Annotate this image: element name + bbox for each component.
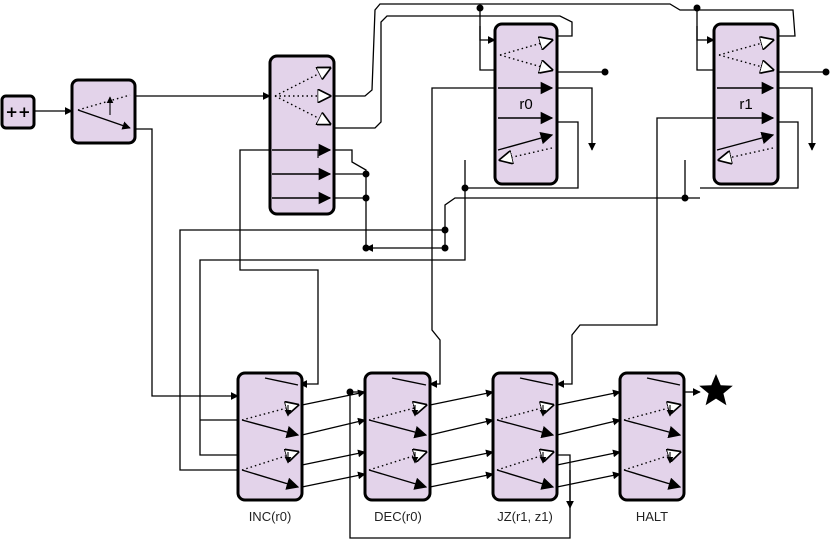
label-jz: JZ(r1, z1): [497, 509, 553, 524]
junction-dots: [346, 4, 830, 396]
instruction-halt: [618, 371, 686, 502]
label-halt: HALT: [636, 509, 668, 524]
register-r1: r1: [712, 22, 780, 186]
instruction-inc: [236, 371, 304, 502]
incrementer-node: ++: [0, 94, 36, 130]
incrementer-label: ++: [5, 103, 30, 121]
register-label-r1: r1: [739, 96, 752, 113]
label-inc: INC(r0): [249, 509, 292, 524]
instruction-jz: [491, 371, 559, 502]
register-label-r0: r0: [519, 96, 532, 113]
register-r0: r0: [493, 22, 559, 186]
label-dec: DEC(r0): [374, 509, 422, 524]
splitter-node: [268, 54, 336, 216]
star-icon: [699, 374, 733, 406]
instruction-dec: [363, 371, 432, 502]
selector-node: [70, 78, 137, 145]
